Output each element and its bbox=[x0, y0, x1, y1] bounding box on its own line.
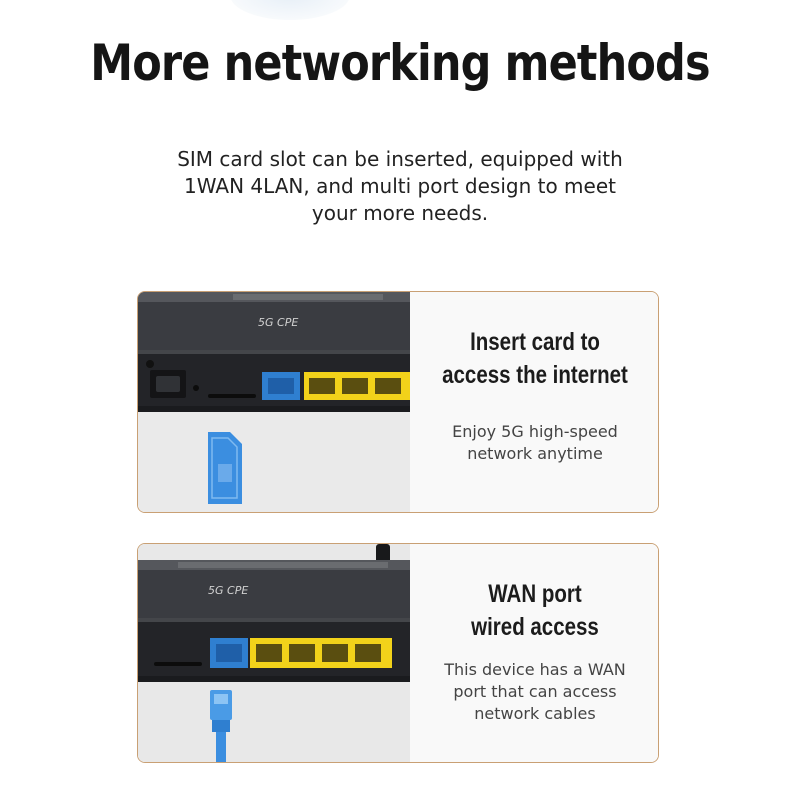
card-title: Insert card to access the internet bbox=[433, 326, 638, 392]
page-headline: More networking methods bbox=[90, 34, 710, 92]
subhead-line-1: SIM card slot can be inserted, equipped … bbox=[177, 147, 623, 171]
card-desc-line-3: network cables bbox=[474, 704, 596, 723]
card-desc-line-1: Enjoy 5G high-speed bbox=[452, 422, 618, 441]
card-title-line-1: WAN port bbox=[488, 580, 582, 608]
sim-card-icon bbox=[208, 432, 242, 504]
router-wan-photo: 5G CPE bbox=[138, 544, 410, 762]
router-logo-text: 5G CPE bbox=[208, 584, 248, 597]
feature-card-sim-text: Insert card to access the internet Enjoy… bbox=[410, 292, 658, 512]
feature-card-wan-text: WAN port wired access This device has a … bbox=[410, 544, 658, 762]
card-title-line-1: Insert card to bbox=[470, 328, 600, 356]
card-description: Enjoy 5G high-speed network anytime bbox=[410, 421, 658, 465]
page-subhead: SIM card slot can be inserted, equipped … bbox=[150, 146, 650, 227]
feature-card-sim: 5G CPE bbox=[137, 291, 659, 513]
router-sim-photo: 5G CPE bbox=[138, 292, 410, 512]
card-desc-line-2: port that can access bbox=[453, 682, 617, 701]
subhead-line-3: your more needs. bbox=[311, 201, 489, 225]
ethernet-cable-icon bbox=[210, 690, 232, 762]
router-logo-text: 5G CPE bbox=[258, 316, 298, 329]
top-glow bbox=[230, 0, 350, 20]
card-title: WAN port wired access bbox=[433, 578, 638, 644]
card-desc-line-1: This device has a WAN bbox=[444, 660, 626, 679]
card-title-line-2: wired access bbox=[471, 613, 599, 641]
subhead-line-2: 1WAN 4LAN, and multi port design to meet bbox=[184, 174, 616, 198]
card-title-line-2: access the internet bbox=[442, 361, 628, 389]
card-description: This device has a WAN port that can acce… bbox=[410, 659, 658, 725]
card-desc-line-2: network anytime bbox=[467, 444, 603, 463]
feature-card-wan: 5G CPE WAN port bbox=[137, 543, 659, 763]
